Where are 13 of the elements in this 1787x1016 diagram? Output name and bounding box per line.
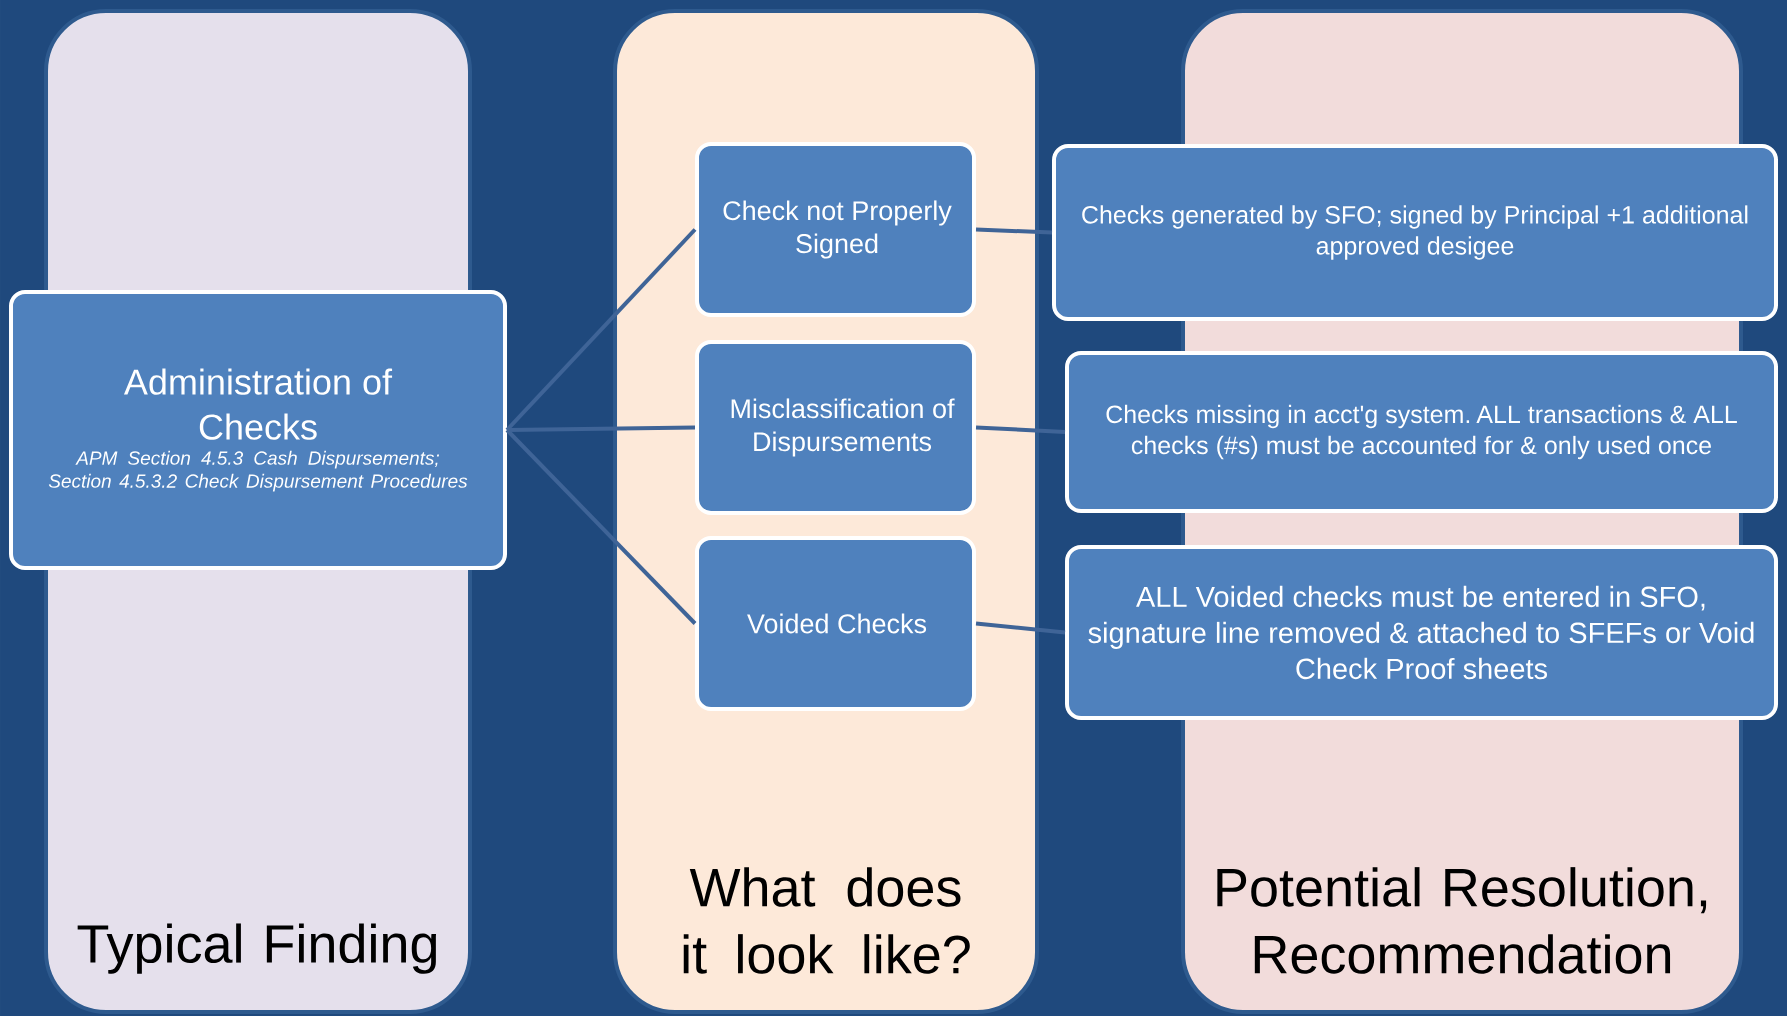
text-box: ALL Voided checks must be entered in SFO, signature line removed & attached to SFEFs or Void Check Proof sheets [1065, 545, 1778, 720]
text-box: Checks generated by SFO; signed by Principal +1 additional approved desigee [1052, 144, 1778, 321]
text-box: Checks missing in acct'g system. ALL transactions & ALL checks (#s) must be accounted for & only used once [1065, 351, 1778, 513]
text-box: Voided Checks [695, 536, 976, 711]
connector-line [505, 228, 697, 432]
connector-line [975, 621, 1066, 635]
text-box: Administration of Checks APM Section 4.5.3 Cash Dispursements; Section 4.5.3.2 Check Dispursement Procedures [9, 290, 507, 570]
connector-line [975, 227, 1053, 235]
text-box: Check not Properly Signed [695, 142, 976, 317]
text-box: Misclassification of Dispursements [695, 340, 976, 515]
connector-line [507, 425, 696, 432]
connector-line [505, 428, 697, 625]
connector-line [975, 425, 1066, 434]
